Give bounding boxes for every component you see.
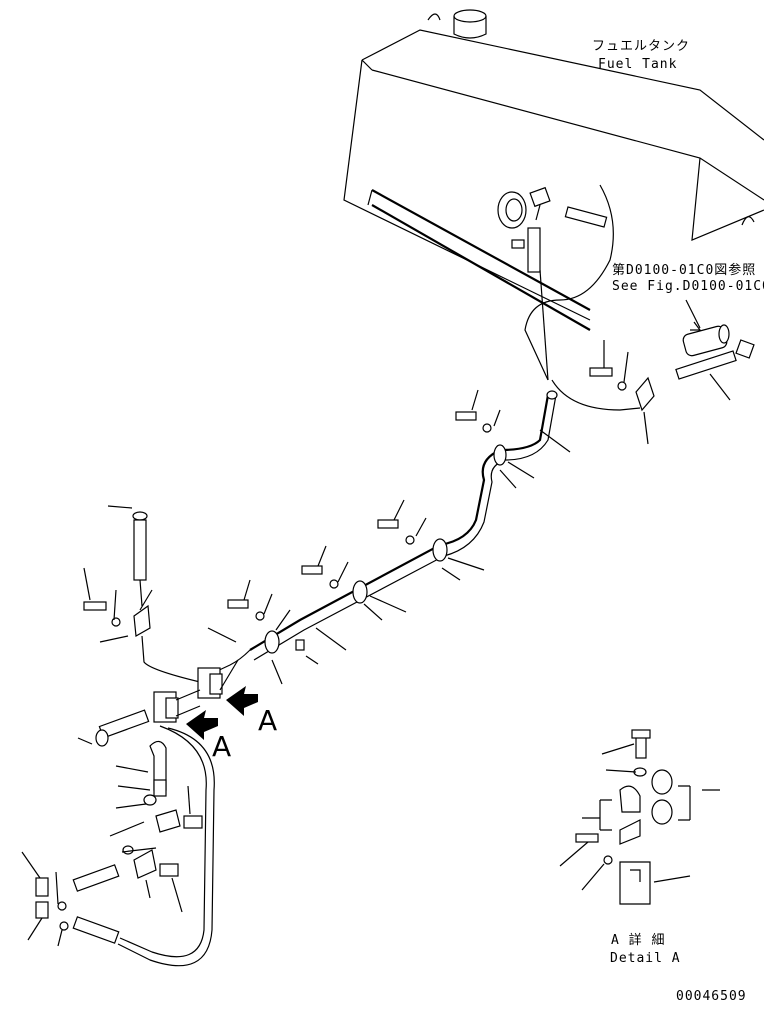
detail-a: A 詳 細 Detail A <box>559 729 720 966</box>
see-figure-label-en: See Fig.D0100-01C0 <box>612 279 764 294</box>
view-a-arrows: A A <box>186 686 277 763</box>
return-hose <box>524 184 614 381</box>
leader-lines <box>83 389 571 685</box>
detail-a-label-en: Detail A <box>610 951 681 966</box>
view-a-label-2: A <box>212 730 231 763</box>
clamp-bolts <box>83 411 492 651</box>
left-bolt-assembly <box>132 511 221 689</box>
fuel-tank-label-en: Fuel Tank <box>598 57 677 72</box>
main-fuel-pipe <box>214 390 558 673</box>
lower-fittings <box>21 709 215 967</box>
connector-blocks <box>153 659 239 723</box>
fuel-tank-label-jp: フュエルタンク <box>592 39 690 54</box>
right-clip-bolts <box>589 340 655 445</box>
fuel-tank <box>343 9 764 331</box>
detail-a-label-jp: A 詳 細 <box>611 932 665 948</box>
view-a-label-1: A <box>258 704 277 737</box>
separator-assembly <box>675 299 755 401</box>
see-figure-label-jp: 第D0100-01C0図参照 <box>612 262 756 278</box>
drawing-number: 00046509 <box>676 989 747 1004</box>
